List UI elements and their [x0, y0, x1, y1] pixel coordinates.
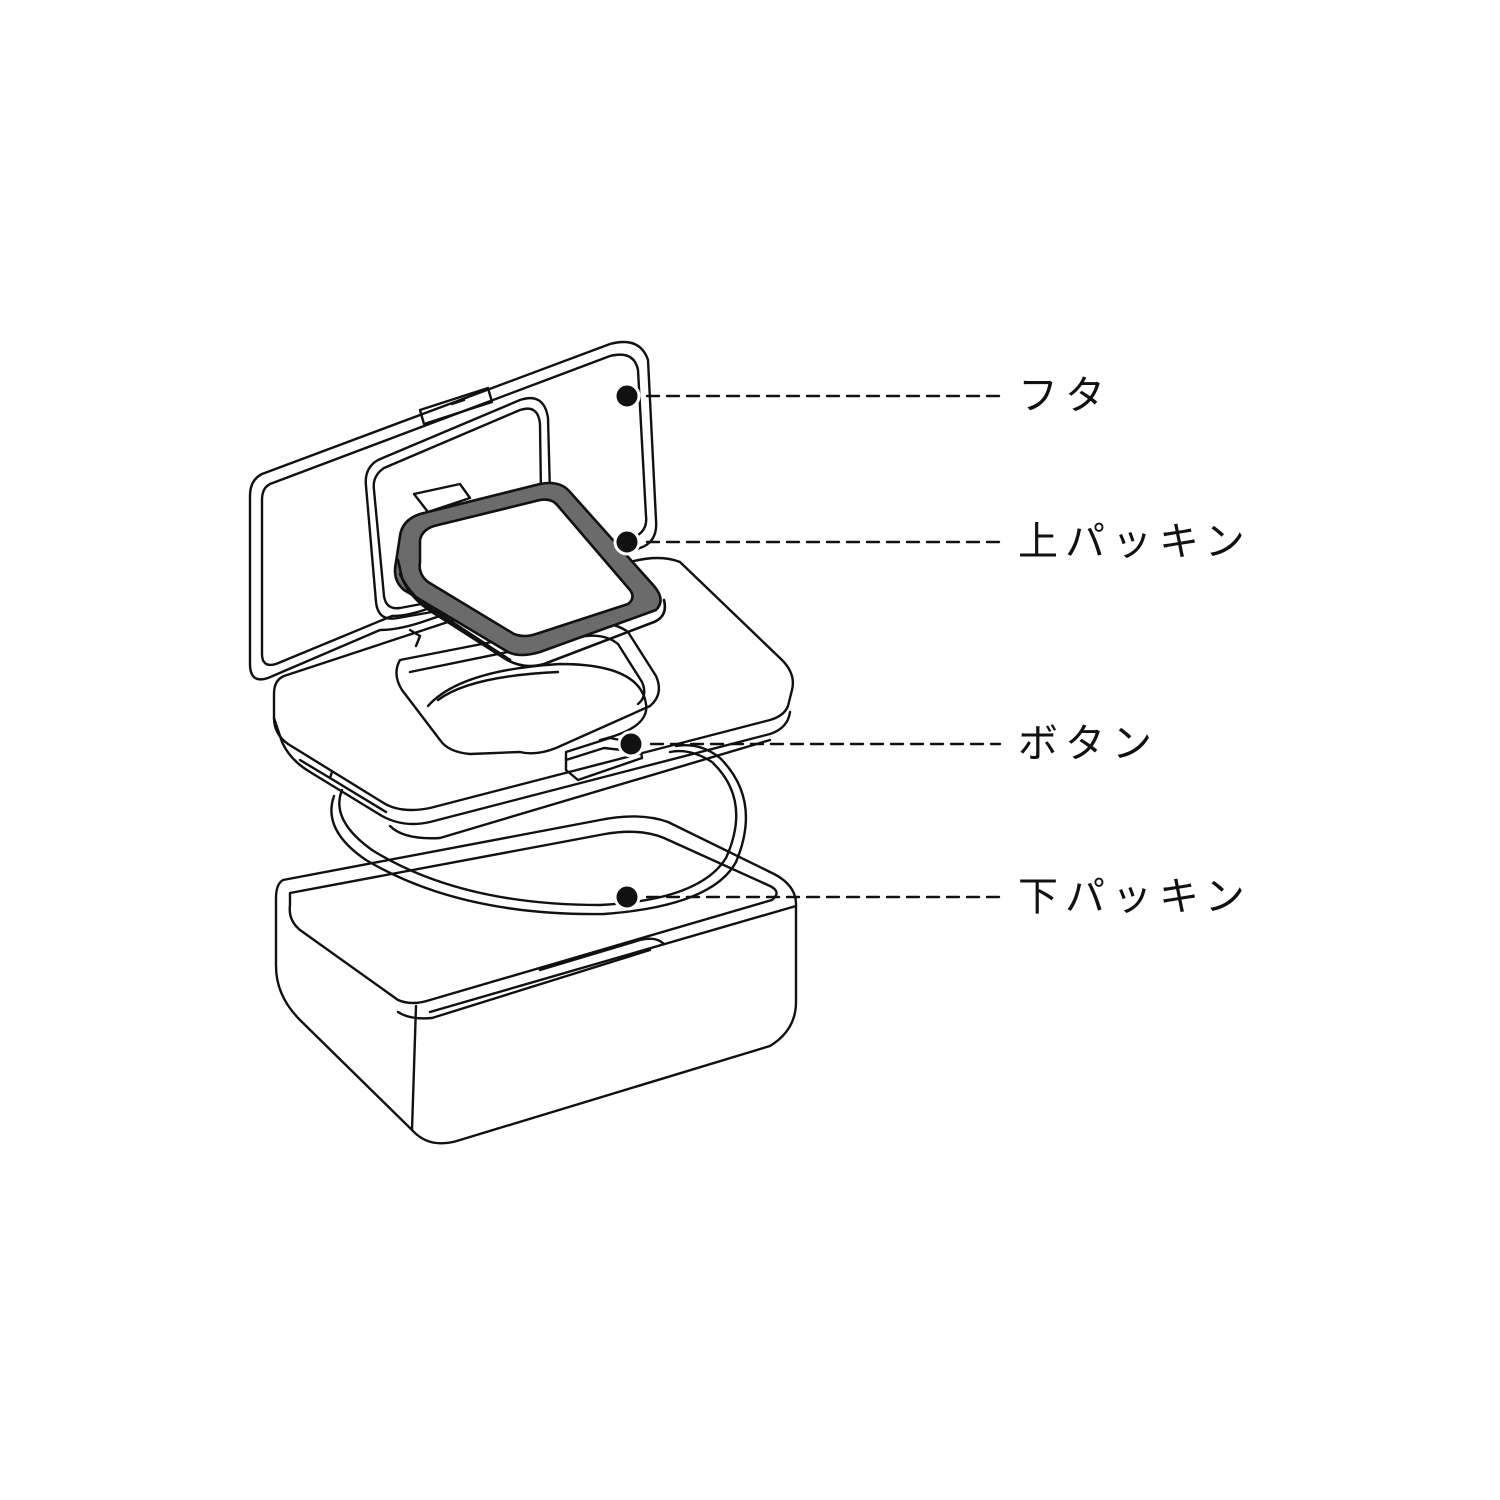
lower-packing	[330, 744, 748, 916]
label-upper-packing: 上パッキン	[1018, 519, 1252, 565]
label-lower-packing: 下パッキン	[1018, 874, 1252, 920]
label-button: ボタン	[1018, 721, 1159, 767]
case-body	[274, 815, 798, 1145]
dot-upper-packing	[613, 528, 641, 556]
dot-button	[617, 730, 645, 758]
leader-dots	[613, 382, 645, 911]
dot-lower-packing	[613, 883, 641, 911]
label-lid: フタ	[1018, 373, 1112, 419]
dot-lid	[613, 382, 641, 410]
upper-packing	[393, 481, 667, 668]
leader-lines	[625, 394, 1002, 899]
